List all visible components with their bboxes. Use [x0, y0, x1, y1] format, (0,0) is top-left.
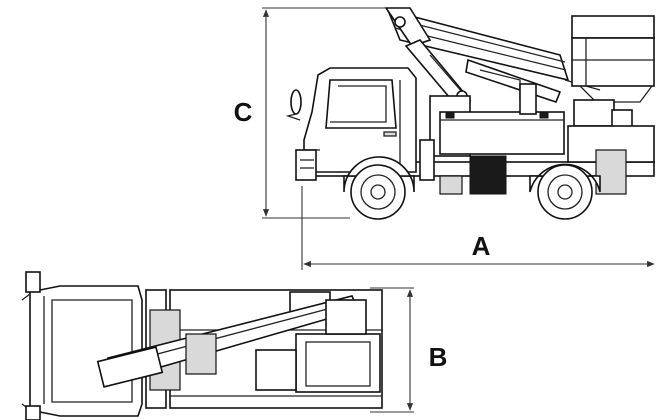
boom-side	[384, 7, 601, 105]
side-mirror	[285, 89, 302, 121]
label-b: B	[429, 342, 448, 372]
front-wheel	[343, 156, 415, 220]
label-c: C	[234, 97, 253, 127]
side-view	[285, 7, 655, 220]
cab-side	[295, 67, 417, 181]
equipment-body	[419, 83, 655, 195]
bucket-side	[571, 15, 655, 103]
boom-top	[96, 295, 367, 388]
dimension-a: A	[301, 186, 655, 270]
top-view	[21, 271, 383, 420]
cab-top	[21, 271, 143, 420]
label-a: A	[472, 231, 491, 261]
dimension-c: C	[234, 7, 386, 219]
dimension-b: B	[370, 287, 448, 413]
rear-wheel	[529, 163, 601, 220]
